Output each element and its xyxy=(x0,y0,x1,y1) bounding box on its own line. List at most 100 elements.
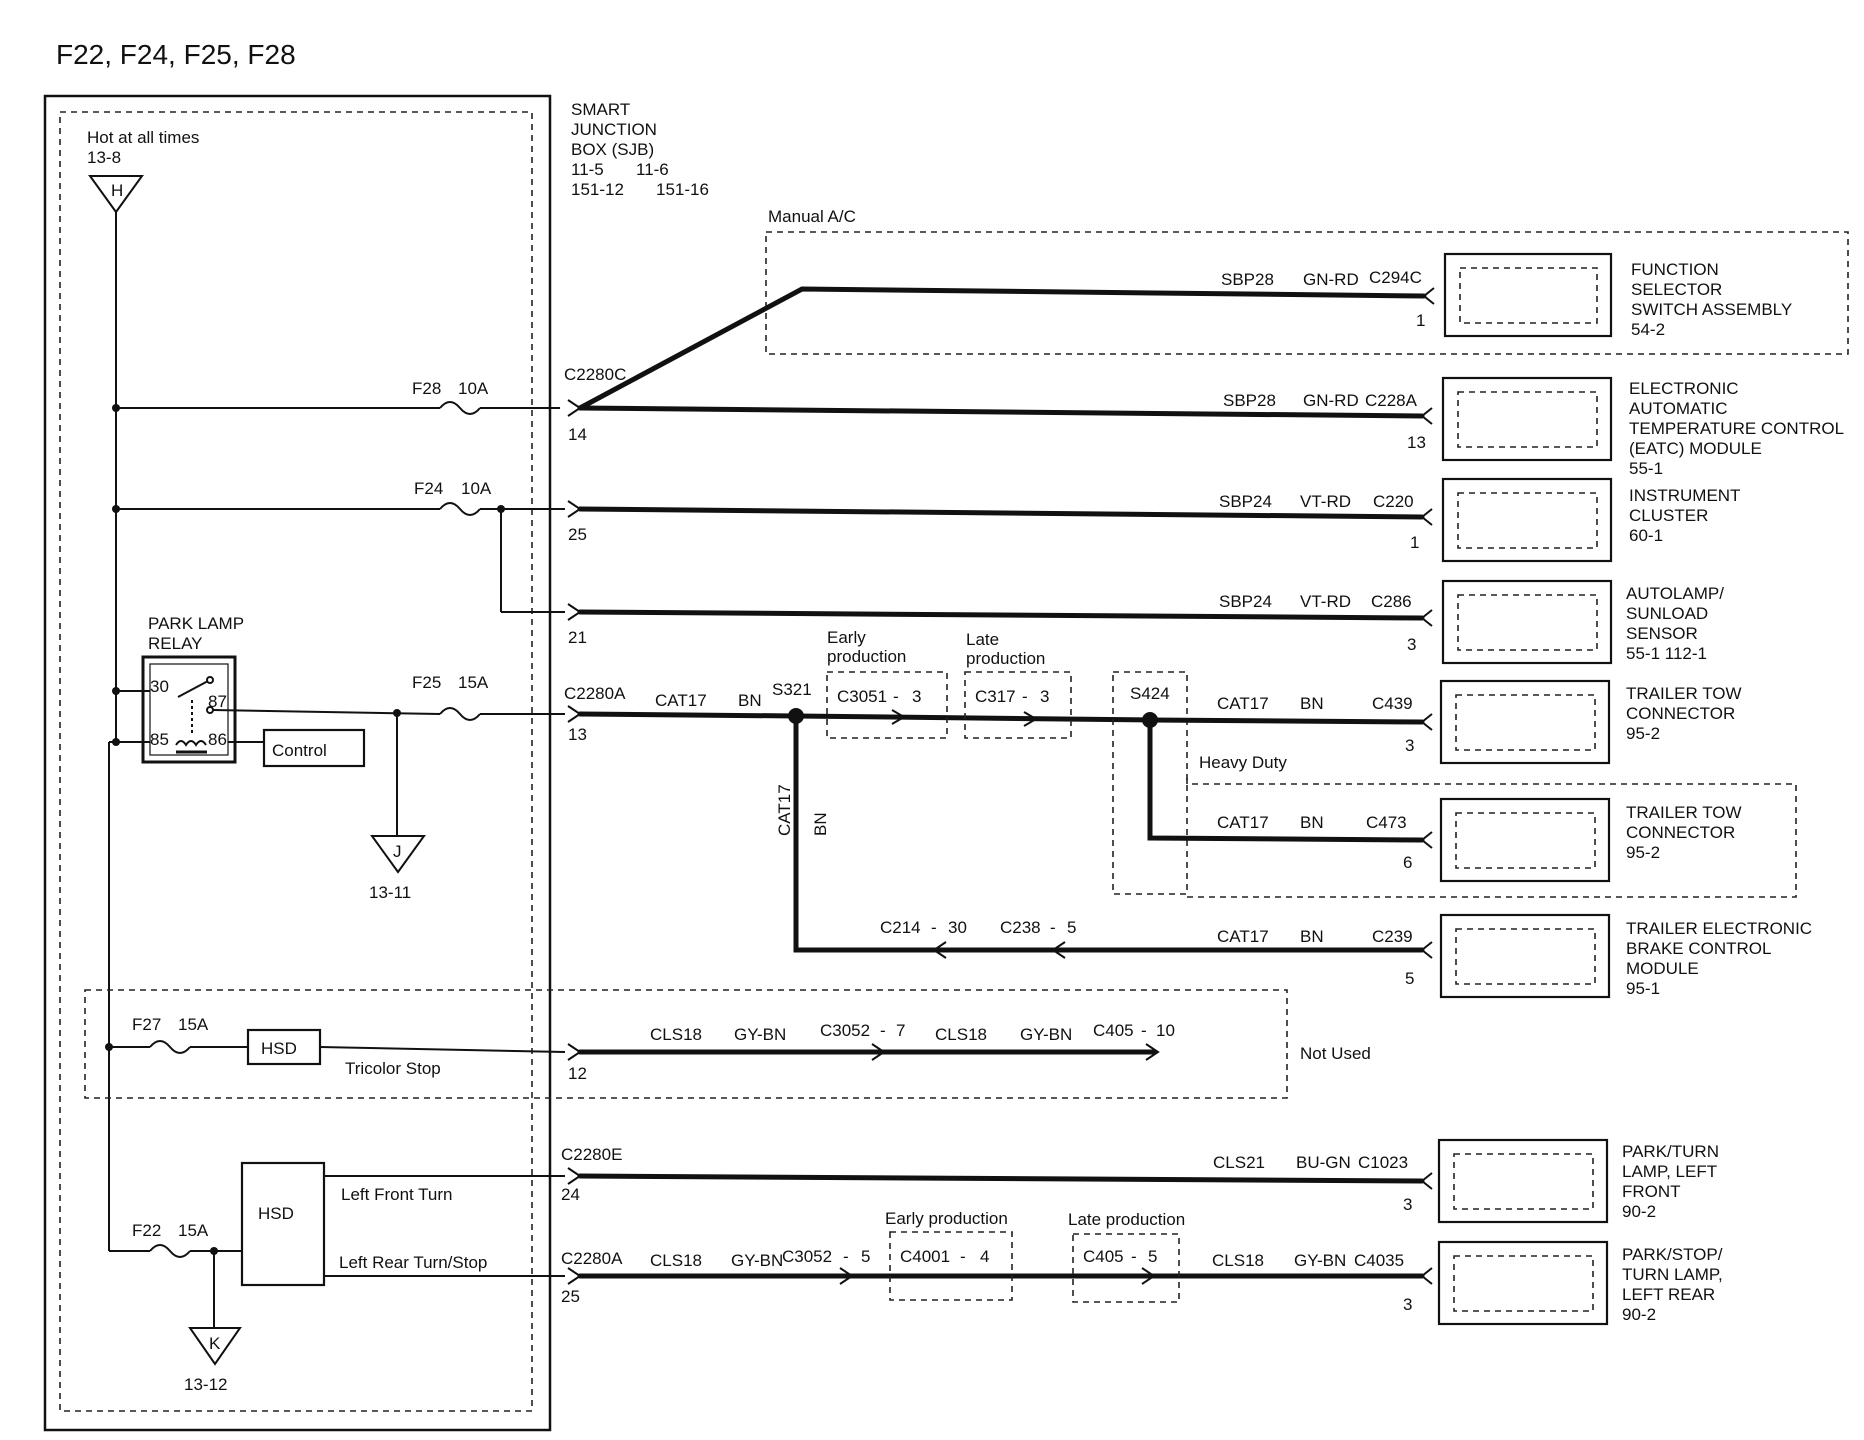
fuse-f22 xyxy=(149,1244,191,1258)
circuit-id: CLS18 xyxy=(650,1251,702,1270)
circuit-id: CLS21 xyxy=(1213,1153,1265,1172)
component-label: ELECTRONIC xyxy=(1629,379,1739,398)
fuse-rating: 15A xyxy=(178,1221,209,1240)
component-ref: 60-1 xyxy=(1629,526,1663,545)
pin-number: 30 xyxy=(948,918,967,937)
fuse-label: F25 xyxy=(412,673,441,692)
k-source-label: K xyxy=(209,1334,221,1353)
component-trailer-tow-connector: TRAILER TOW CONNECTOR 95-2 xyxy=(1439,679,1742,765)
component-label: TURN LAMP, xyxy=(1622,1265,1723,1284)
connector-label: C3052 xyxy=(782,1247,832,1266)
pin-number: 14 xyxy=(568,425,587,444)
pin-number: 7 xyxy=(896,1021,905,1040)
pin-number: 3 xyxy=(912,687,921,706)
wire-color: GY-BN xyxy=(731,1251,783,1270)
component-trailer-tow-connector-hd: TRAILER TOW CONNECTOR 95-2 xyxy=(1439,797,1742,883)
connector-label: C439 xyxy=(1372,694,1413,713)
pin-number: 6 xyxy=(1403,853,1412,872)
component-ref: 95-2 xyxy=(1626,843,1660,862)
connector-dash: - xyxy=(931,918,937,937)
component-label: CONNECTOR xyxy=(1626,823,1735,842)
connector-dash: - xyxy=(1131,1247,1137,1266)
component-label: SELECTOR xyxy=(1631,280,1722,299)
wire-color: BN xyxy=(1300,813,1324,832)
wire-color: GY-BN xyxy=(1020,1025,1072,1044)
splice-label: S424 xyxy=(1130,684,1170,703)
component-autolamp-sensor: AUTOLAMP/ SUNLOAD SENSOR 55-1 112-1 xyxy=(1441,579,1724,665)
component-eatc-module: ELECTRONIC AUTOMATIC TEMPERATURE CONTROL… xyxy=(1441,376,1844,478)
component-label: TRAILER ELECTRONIC xyxy=(1626,919,1812,938)
component-ref: 95-2 xyxy=(1626,724,1660,743)
component-ref: 95-1 xyxy=(1626,979,1660,998)
j-source-ref: 13-11 xyxy=(369,883,411,902)
fuse-rating: 15A xyxy=(458,673,489,692)
fuse-f24 xyxy=(439,502,481,516)
component-label: (EATC) MODULE xyxy=(1629,439,1762,458)
relay-pin: 87 xyxy=(208,692,227,711)
f28-circuit: F28 10A C2280C 14 SBP28 GN-RD C228A 13 xyxy=(112,365,1433,452)
j-source-label: J xyxy=(393,842,402,861)
pin-number: 13 xyxy=(568,725,587,744)
control-box xyxy=(262,728,366,768)
splice-label: S321 xyxy=(772,680,812,699)
connector-label: C286 xyxy=(1371,592,1412,611)
connector-label: C1023 xyxy=(1358,1153,1408,1172)
region-label: production xyxy=(827,647,906,666)
sjb-ref: 151-12 xyxy=(571,180,624,199)
component-trailer-brake-control: TRAILER ELECTRONIC BRAKE CONTROL MODULE … xyxy=(1439,913,1812,999)
connector-label: C2280A xyxy=(564,684,626,703)
not-used-region xyxy=(84,989,1288,1099)
wire-color: GY-BN xyxy=(734,1025,786,1044)
sjb-ref: 151-16 xyxy=(656,180,709,199)
circuit-name: Left Front Turn xyxy=(341,1185,453,1204)
hsd-label: HSD xyxy=(261,1039,297,1058)
connector-dash: - xyxy=(1141,1021,1147,1040)
fuse-label: F27 xyxy=(132,1015,161,1034)
connector-label: C214 xyxy=(880,918,921,937)
hot-label: Hot at all times xyxy=(87,128,199,147)
h-source-label: H xyxy=(111,181,123,200)
wire-color: BU-GN xyxy=(1296,1153,1351,1172)
component-ref: 55-1 112-1 xyxy=(1626,644,1707,663)
component-ref: 90-2 xyxy=(1622,1305,1656,1324)
component-label: FUNCTION xyxy=(1631,260,1719,279)
pin-number: 3 xyxy=(1040,687,1049,706)
pin-number: 24 xyxy=(561,1185,580,1204)
pin-number: 25 xyxy=(561,1287,580,1306)
pin-number: 5 xyxy=(1405,969,1414,988)
sjb-ref: 11-6 xyxy=(636,160,669,179)
component-label: PARK/TURN xyxy=(1622,1142,1719,1161)
connector-label: C220 xyxy=(1373,492,1414,511)
circuit-id: CAT17 xyxy=(1217,813,1269,832)
component-label: PARK/STOP/ xyxy=(1622,1245,1723,1264)
connector-label: C238 xyxy=(1000,918,1041,937)
component-label: SWITCH ASSEMBLY xyxy=(1631,300,1792,319)
component-label: CONNECTOR xyxy=(1626,704,1735,723)
wire-color: BN xyxy=(1300,927,1324,946)
circuit-name: Left Rear Turn/Stop xyxy=(339,1253,487,1272)
pin-number: 3 xyxy=(1403,1295,1412,1314)
fuse-f27 xyxy=(149,1040,191,1054)
pin-number: 25 xyxy=(568,525,587,544)
component-ref: 90-2 xyxy=(1622,1202,1656,1221)
wire-color: VT-RD xyxy=(1300,592,1351,611)
hsd-turn-box xyxy=(240,1161,326,1287)
connector-label: C4035 xyxy=(1354,1251,1404,1270)
circuit-id: SBP24 xyxy=(1219,492,1272,511)
h-source-triangle xyxy=(88,175,144,214)
j-source-triangle xyxy=(370,835,426,874)
f27-circuit: Not Used F27 15A HSD Tricolor Stop 12 CL… xyxy=(84,989,1371,1099)
fuse-rating: 10A xyxy=(461,479,492,498)
fuse-label: F28 xyxy=(412,379,441,398)
sjb-label-line: BOX (SJB) xyxy=(571,140,654,159)
connector-label: C2280A xyxy=(561,1249,623,1268)
circuit-id: CAT17 xyxy=(655,691,707,710)
pin-number: 3 xyxy=(1405,736,1414,755)
late-production-box xyxy=(964,671,1072,739)
hsd-tricolor-box xyxy=(246,1028,322,1066)
region-label: Early production xyxy=(885,1209,1008,1228)
connector-label: C2280E xyxy=(561,1145,622,1164)
heavy-duty-region xyxy=(1186,778,1797,898)
connector-label: C405 xyxy=(1093,1021,1134,1040)
